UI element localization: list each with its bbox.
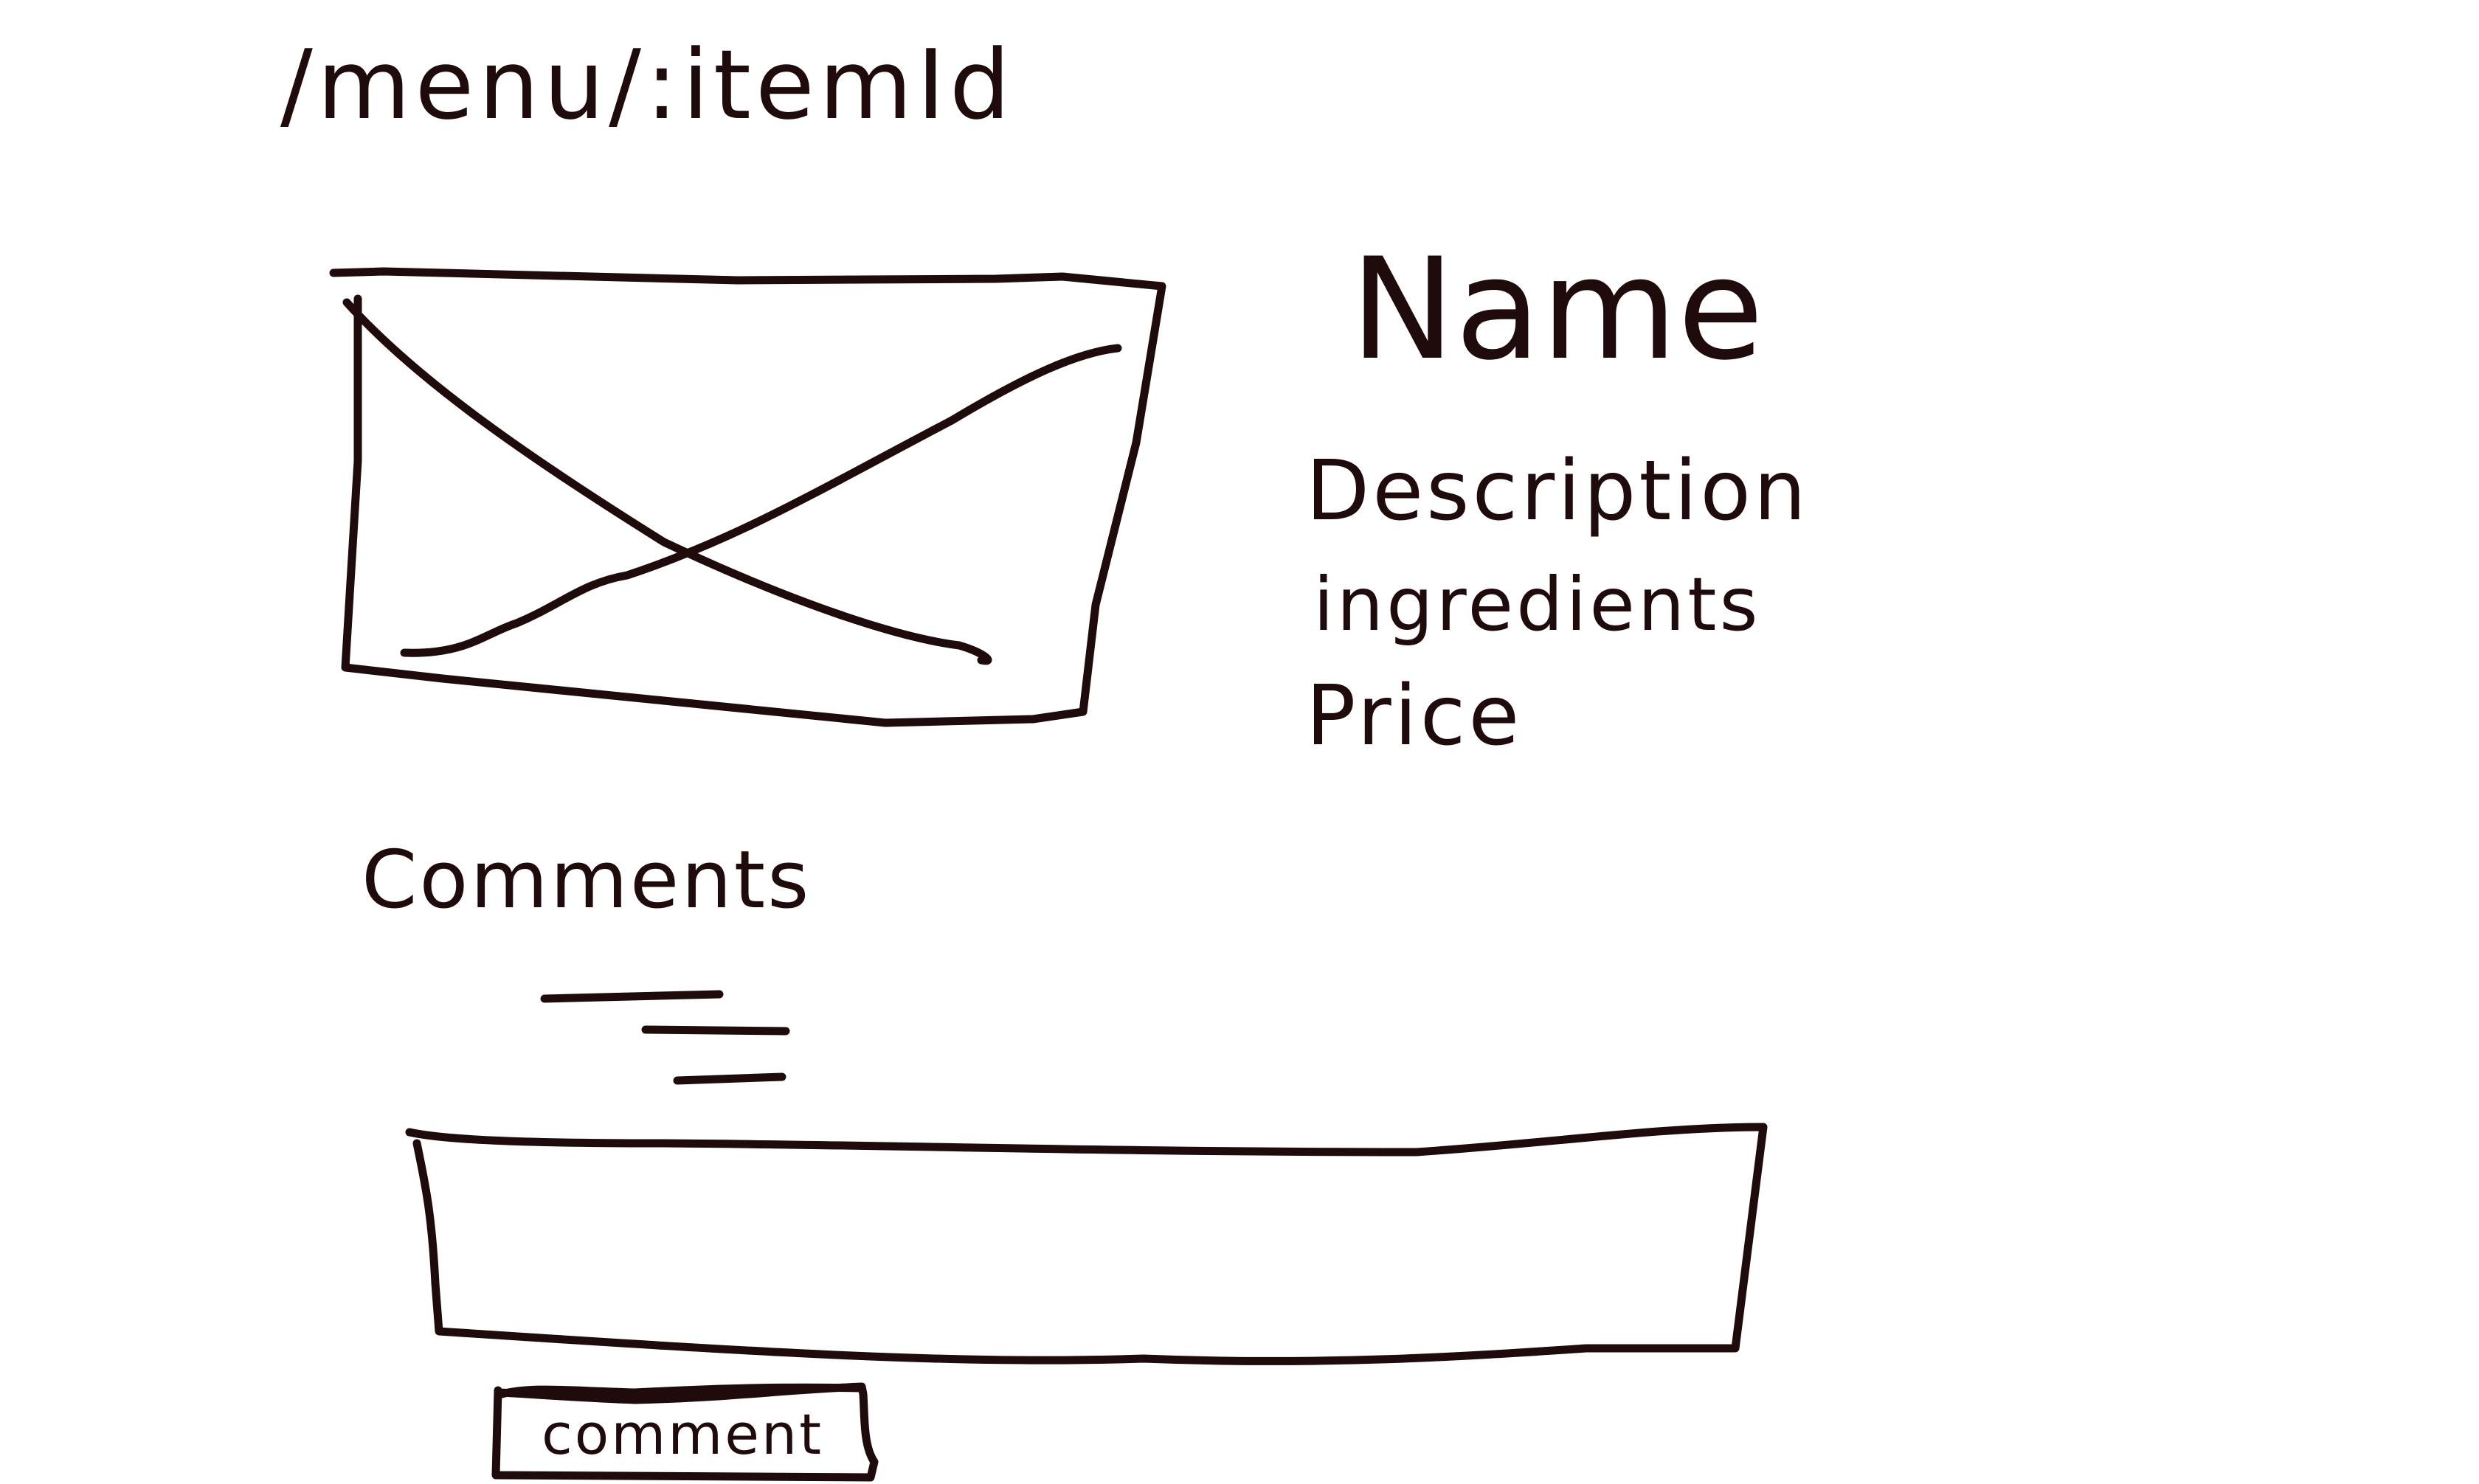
item-description: Description [1306, 443, 1809, 539]
comment-line-3 [673, 1072, 786, 1085]
image-placeholder-frame [329, 267, 1166, 727]
item-price: Price [1306, 668, 1523, 764]
comment-input[interactable] [426, 1140, 1740, 1335]
item-ingredients: ingredients [1313, 561, 1761, 648]
comments-heading: Comments [362, 834, 812, 926]
item-name: Name [1350, 228, 1764, 391]
comment-button[interactable]: comment [498, 1394, 867, 1475]
comment-line-2 [641, 1025, 790, 1036]
comment-button-frame-top [497, 1383, 864, 1398]
image-placeholder-cross-2 [400, 344, 1122, 657]
comment-line-1 [540, 990, 724, 1003]
route-path: /menu/:itemId [280, 29, 1015, 141]
comment-button-frame [491, 1382, 879, 1482]
image-placeholder-cross-1 [342, 298, 992, 665]
image-placeholder-icon [329, 267, 1166, 727]
